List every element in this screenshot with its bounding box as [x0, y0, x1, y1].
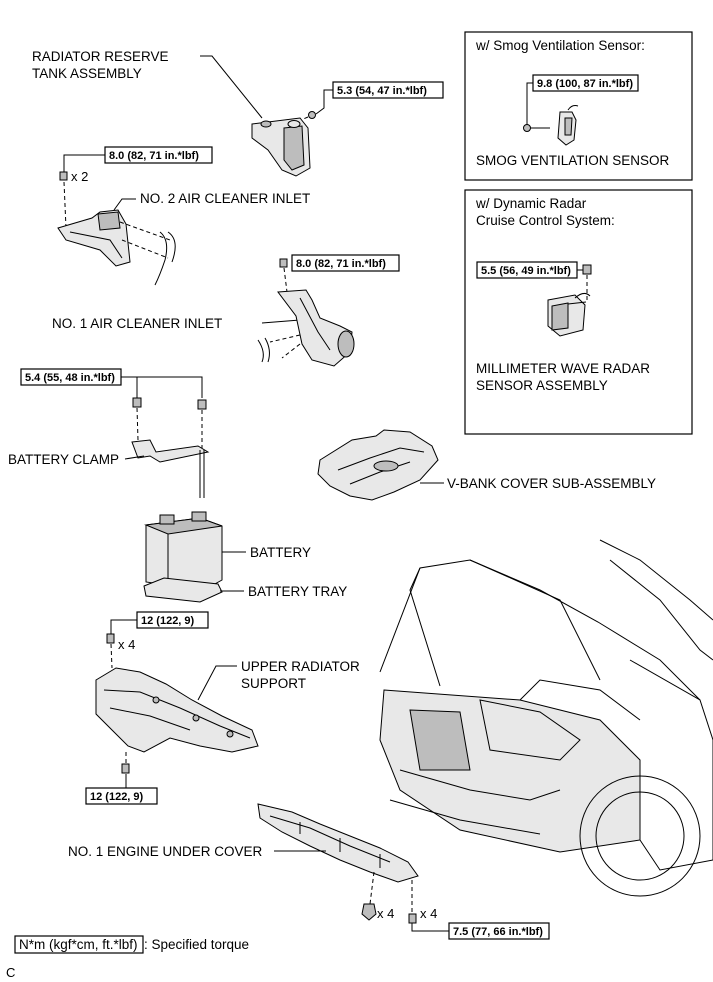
- legend-torque-symbol: N*m (kgf*cm, ft.*lbf): [19, 937, 138, 952]
- battery-clamp-dashline-left: [136, 407, 139, 441]
- upper-support-bottom-torque-box: [85, 787, 158, 805]
- upper-support-top-dashline: [110, 643, 113, 669]
- legend-text: : Specified torque: [144, 937, 249, 952]
- no2-air-cleaner-bolt-dashline: [63, 181, 67, 229]
- engine-under-cover-label: NO. 1 ENGINE UNDER COVER: [68, 844, 263, 859]
- radar-inset-title-line2: Cruise Control System:: [476, 213, 615, 228]
- upper-radiator-support-label-line1: UPPER RADIATOR: [241, 659, 360, 674]
- radar-torque-value: 5.5 (56, 49 in.*lbf): [481, 265, 571, 277]
- smog-torque-leader: [526, 82, 533, 126]
- no2-air-cleaner-inlet-group: 8.0 (82, 71 in.*lbf) x 2 NO. 2 AIR CLEAN…: [57, 146, 310, 286]
- battery-clamp-leader: [124, 455, 145, 460]
- upper-radiator-support-group: 12 (122, 9) x 4 UPPER RADIATOR SUPPORT 1…: [85, 611, 360, 805]
- upper-support-top-torque-leader: [110, 619, 137, 634]
- upper-support-top-torque-value: 12 (122, 9): [141, 615, 195, 627]
- reserve-tank-torque-value: 5.3 (54, 47 in.*lbf): [337, 85, 427, 97]
- smog-sensor-inset: w/ Smog Ventilation Sensor: 9.8 (100, 87…: [464, 31, 693, 181]
- smog-inset-title: w/ Smog Ventilation Sensor:: [475, 38, 645, 53]
- no2-air-cleaner-inlet-label: NO. 2 AIR CLEANER INLET: [140, 191, 310, 206]
- radiator-reserve-tank-group: RADIATOR RESERVE TANK ASSEMBLY 5.3 (54, …: [32, 49, 444, 177]
- no2-air-cleaner-torque-value: 8.0 (82, 71 in.*lbf): [109, 150, 199, 162]
- vehicle-front-illustration: [379, 539, 713, 897]
- v-bank-cover-label: V-BANK COVER SUB-ASSEMBLY: [447, 476, 656, 491]
- under-cover-torque-leader: [411, 923, 449, 932]
- no1-air-cleaner-inlet-label: NO. 1 AIR CLEANER INLET: [52, 316, 222, 331]
- upper-radiator-support-label-line2: SUPPORT: [241, 676, 306, 691]
- engine-under-cover-group: NO. 1 ENGINE UNDER COVER x 4 x 4 7.5 (77…: [68, 803, 550, 940]
- no1-air-cleaner-torque-box: [291, 254, 400, 272]
- no2-air-cleaner-torque-leader: [63, 154, 105, 172]
- no1-air-cleaner-inlet-group: 8.0 (82, 71 in.*lbf) NO. 1 AIR CLEANER I…: [52, 254, 400, 367]
- under-cover-clip: [361, 903, 377, 921]
- under-cover-bolt-qty: x 4: [420, 906, 437, 921]
- no2-air-cleaner-bolt: [59, 171, 68, 181]
- reserve-tank-torque-leader: [315, 89, 333, 115]
- smog-sensor-label: SMOG VENTILATION SENSOR: [476, 153, 670, 168]
- radar-sensor-label-line2: SENSOR ASSEMBLY: [476, 378, 608, 393]
- battery-tray-label: BATTERY TRAY: [248, 584, 347, 599]
- under-cover-torque-value: 7.5 (77, 66 in.*lbf): [453, 926, 543, 938]
- battery-label: BATTERY: [250, 545, 311, 560]
- battery-clamp-part: [131, 439, 210, 498]
- battery-tray-part: [143, 577, 223, 603]
- legend-torque-box: [14, 935, 144, 954]
- engine-under-cover-part: [257, 803, 419, 883]
- battery-group: BATTERY BATTERY TRAY: [143, 511, 347, 603]
- battery-clamp-torque-value: 5.4 (55, 48 in.*lbf): [25, 372, 115, 384]
- smog-sensor-part: [523, 105, 579, 146]
- radar-inset-title-line1: w/ Dynamic Radar: [475, 196, 587, 211]
- radar-sensor-part: [547, 264, 592, 337]
- radar-sensor-label-line1: MILLIMETER WAVE RADAR: [476, 361, 650, 376]
- upper-support-qty: x 4: [118, 637, 135, 652]
- smog-inset-frame: [464, 31, 693, 181]
- radiator-reserve-tank-part: [251, 111, 316, 177]
- under-cover-clip-dashline: [369, 871, 375, 905]
- no1-air-cleaner-bolt: [279, 258, 288, 268]
- radiator-reserve-tank-label-line2: TANK ASSEMBLY: [32, 66, 142, 81]
- no1-air-cleaner-bolt-dashline: [283, 267, 288, 293]
- figure-code: C: [6, 965, 15, 980]
- no2-air-cleaner-inlet-part: [57, 209, 176, 286]
- radiator-reserve-tank-leader: [200, 55, 263, 119]
- upper-support-top-bolt: [106, 633, 115, 644]
- v-bank-cover-part: [317, 429, 439, 501]
- v-bank-cover-group: V-BANK COVER SUB-ASSEMBLY: [317, 429, 656, 501]
- no2-air-cleaner-inlet-leader: [113, 198, 136, 211]
- upper-support-bottom-torque-value: 12 (122, 9): [90, 791, 144, 803]
- under-cover-bolt: [408, 913, 417, 924]
- battery-clamp-nut-left: [132, 397, 142, 408]
- battery-clamp-label: BATTERY CLAMP: [8, 452, 119, 467]
- radiator-reserve-tank-label-line1: RADIATOR RESERVE: [32, 49, 169, 64]
- under-cover-clip-qty: x 4: [377, 906, 394, 921]
- torque-legend: N*m (kgf*cm, ft.*lbf) : Specified torque: [14, 935, 249, 954]
- no1-air-cleaner-torque-value: 8.0 (82, 71 in.*lbf): [296, 258, 386, 270]
- no1-air-cleaner-inlet-leader: [261, 319, 301, 324]
- battery-clamp-torque-leader: [121, 376, 203, 398]
- battery-clamp-group: 5.4 (55, 48 in.*lbf) BATTERY CLAMP: [8, 368, 210, 498]
- upper-radiator-support-leader: [197, 665, 237, 701]
- under-cover-torque-box: [448, 922, 550, 940]
- upper-support-bottom-bolt: [121, 763, 130, 774]
- smog-torque-value: 9.8 (100, 87 in.*lbf): [537, 78, 633, 90]
- no1-air-cleaner-inlet-part: [257, 289, 355, 367]
- radar-sensor-inset: w/ Dynamic Radar Cruise Control System: …: [464, 189, 693, 435]
- upper-radiator-support-part: [95, 667, 259, 753]
- battery-part: [144, 511, 223, 591]
- no2-air-cleaner-qty: x 2: [71, 169, 88, 184]
- battery-clamp-nut-right: [197, 399, 207, 410]
